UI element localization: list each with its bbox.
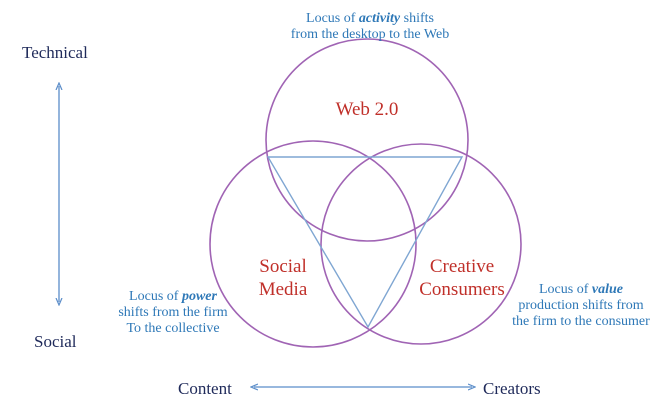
- creative-label-line2: Consumers: [419, 279, 505, 300]
- circle-label-creative-consumers: Creative Consumers: [404, 255, 520, 301]
- note-power-line3: To the collective: [126, 321, 220, 336]
- circle-label-social-media: Social Media: [238, 255, 328, 301]
- axis-label-technical: Technical: [22, 43, 88, 62]
- note-power-pre: Locus of: [129, 289, 182, 304]
- note-activity-emphasis: activity: [358, 11, 401, 26]
- web2-label-text: Web 2.0: [335, 99, 399, 120]
- web2-circle: [265, 38, 469, 242]
- circle-label-web2: Web 2.0: [310, 98, 424, 121]
- note-value-line2: production shifts from: [518, 298, 644, 313]
- note-activity-line2: from the desktop to the Web: [290, 27, 450, 42]
- creative-label-line1: Creative: [429, 256, 495, 277]
- axis-label-social: Social: [34, 332, 77, 351]
- note-activity-pre: Locus of: [306, 11, 359, 26]
- note-activity: Locus of activity shifts from the deskto…: [270, 11, 470, 43]
- axis-label-creators: Creators: [483, 379, 541, 398]
- creative-consumers-circle: [320, 143, 522, 345]
- note-value-line3: the firm to the consumer: [512, 314, 650, 329]
- note-value: Locus of value production shifts from th…: [500, 282, 662, 330]
- social-label-line2: Media: [258, 279, 308, 300]
- social-label-line1: Social: [259, 256, 307, 277]
- note-value-pre: Locus of: [539, 282, 592, 297]
- note-activity-post: shifts: [400, 11, 434, 26]
- note-power-emphasis: power: [181, 289, 217, 304]
- note-value-emphasis: value: [591, 282, 623, 297]
- connecting-triangle: [266, 156, 464, 329]
- social-media-circle: [209, 140, 417, 348]
- note-power: Locus of power shifts from the firm To t…: [108, 289, 238, 337]
- axis-label-content: Content: [178, 379, 232, 398]
- note-power-line2: shifts from the firm: [118, 305, 228, 320]
